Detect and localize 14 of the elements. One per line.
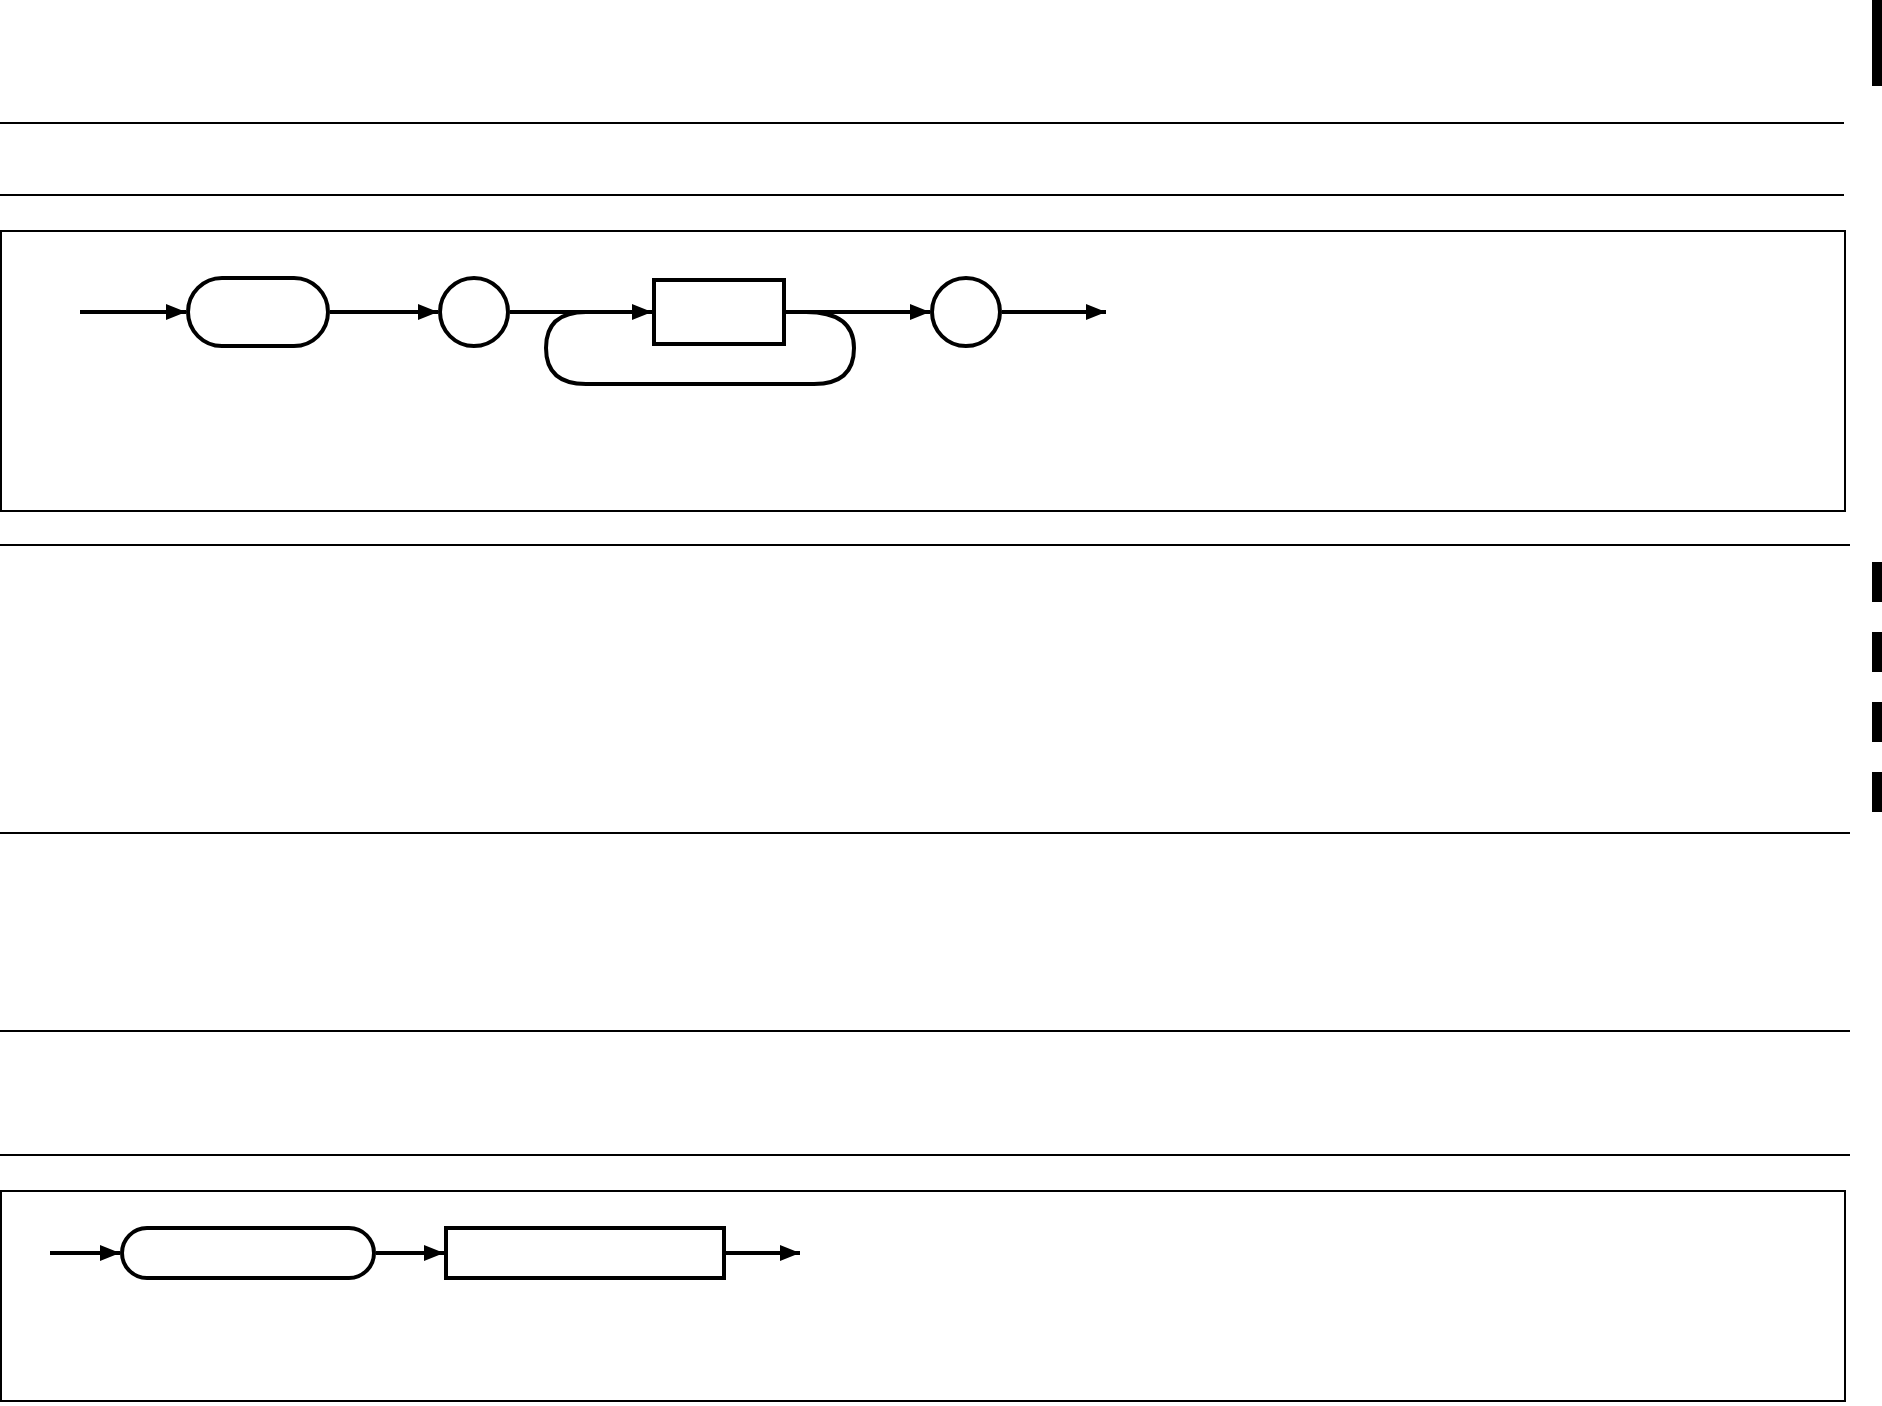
arrow <box>330 304 438 320</box>
process-box <box>652 278 786 346</box>
arrow <box>80 304 186 320</box>
arrow <box>510 304 652 320</box>
rounded-terminal-box <box>120 1226 376 1280</box>
arrow <box>376 1245 444 1261</box>
connector-circle <box>930 276 1002 348</box>
loop-line <box>544 310 856 386</box>
connector-circle <box>438 276 510 348</box>
arrow <box>1002 304 1106 320</box>
arrow <box>50 1245 120 1261</box>
arrow <box>726 1245 800 1261</box>
process-box <box>444 1226 726 1280</box>
rounded-terminal-box <box>186 276 330 348</box>
